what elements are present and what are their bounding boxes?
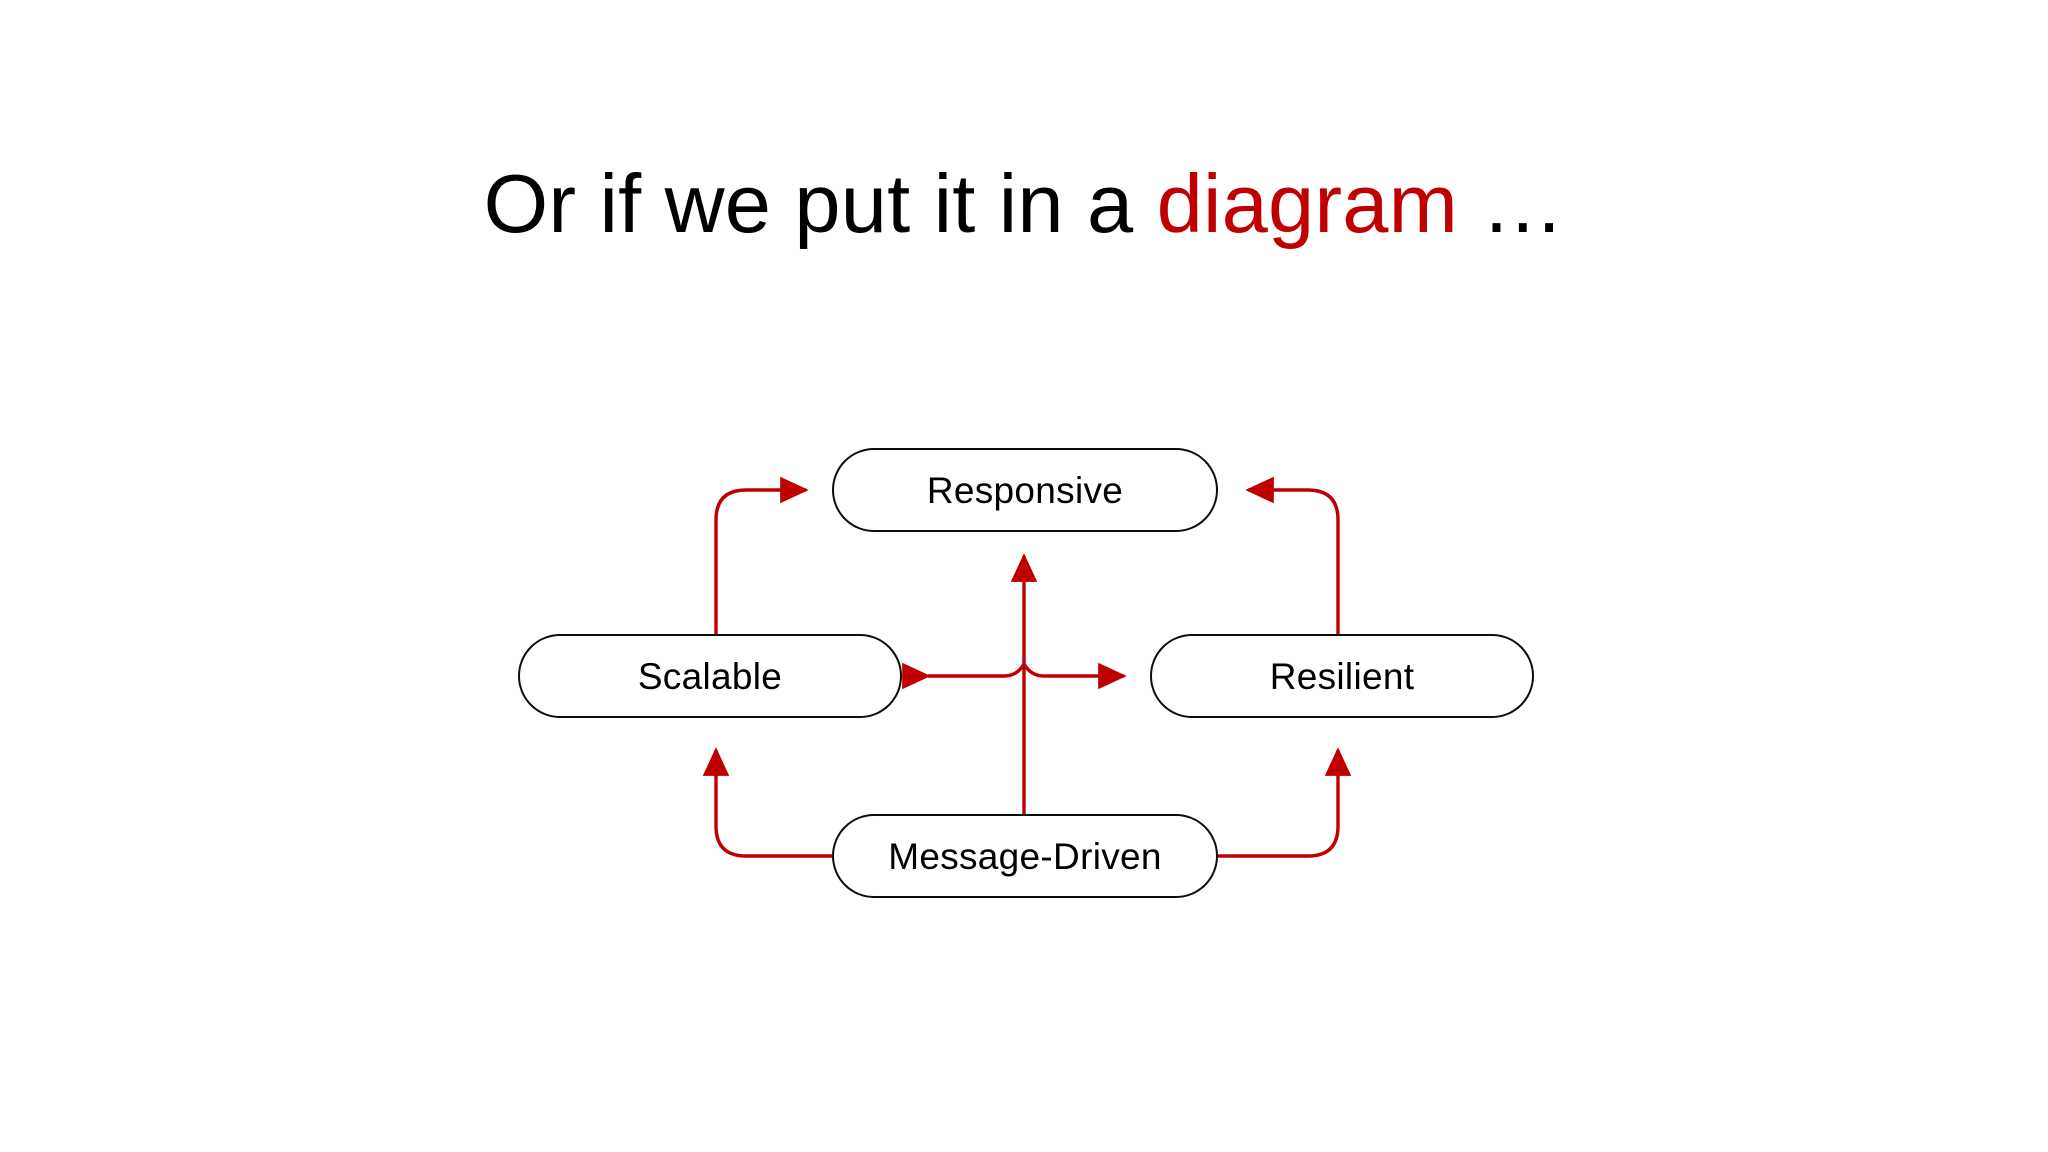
title-suffix-text: … xyxy=(1457,156,1565,250)
connector-message-driven-to-resilient xyxy=(1218,747,1352,858)
diagram-node-label: Responsive xyxy=(926,469,1124,511)
diagram-node-responsive[interactable]: Responsive xyxy=(832,448,1218,532)
connector-message-driven-to-scalable xyxy=(702,747,832,858)
diagram-node-scalable[interactable]: Scalable xyxy=(518,634,902,718)
diagram-node-label: Resilient xyxy=(1269,655,1415,697)
diagram-node-resilient[interactable]: Resilient xyxy=(1150,634,1534,718)
diagram-node-label: Scalable xyxy=(637,655,783,697)
page-title: Or if we put it in a diagram … xyxy=(0,156,2048,251)
diagram-node-message-driven[interactable]: Message-Driven xyxy=(832,814,1218,898)
title-accent-text: diagram xyxy=(1156,156,1458,250)
connector-resilient-to-responsive xyxy=(1245,476,1340,634)
connector-scalable-to-responsive xyxy=(714,476,809,634)
connector-scalable-resilient-bidirectional xyxy=(902,660,1127,690)
title-prefix-text: Or if we put it in a xyxy=(483,156,1157,250)
diagram-node-label: Message-Driven xyxy=(888,835,1162,877)
